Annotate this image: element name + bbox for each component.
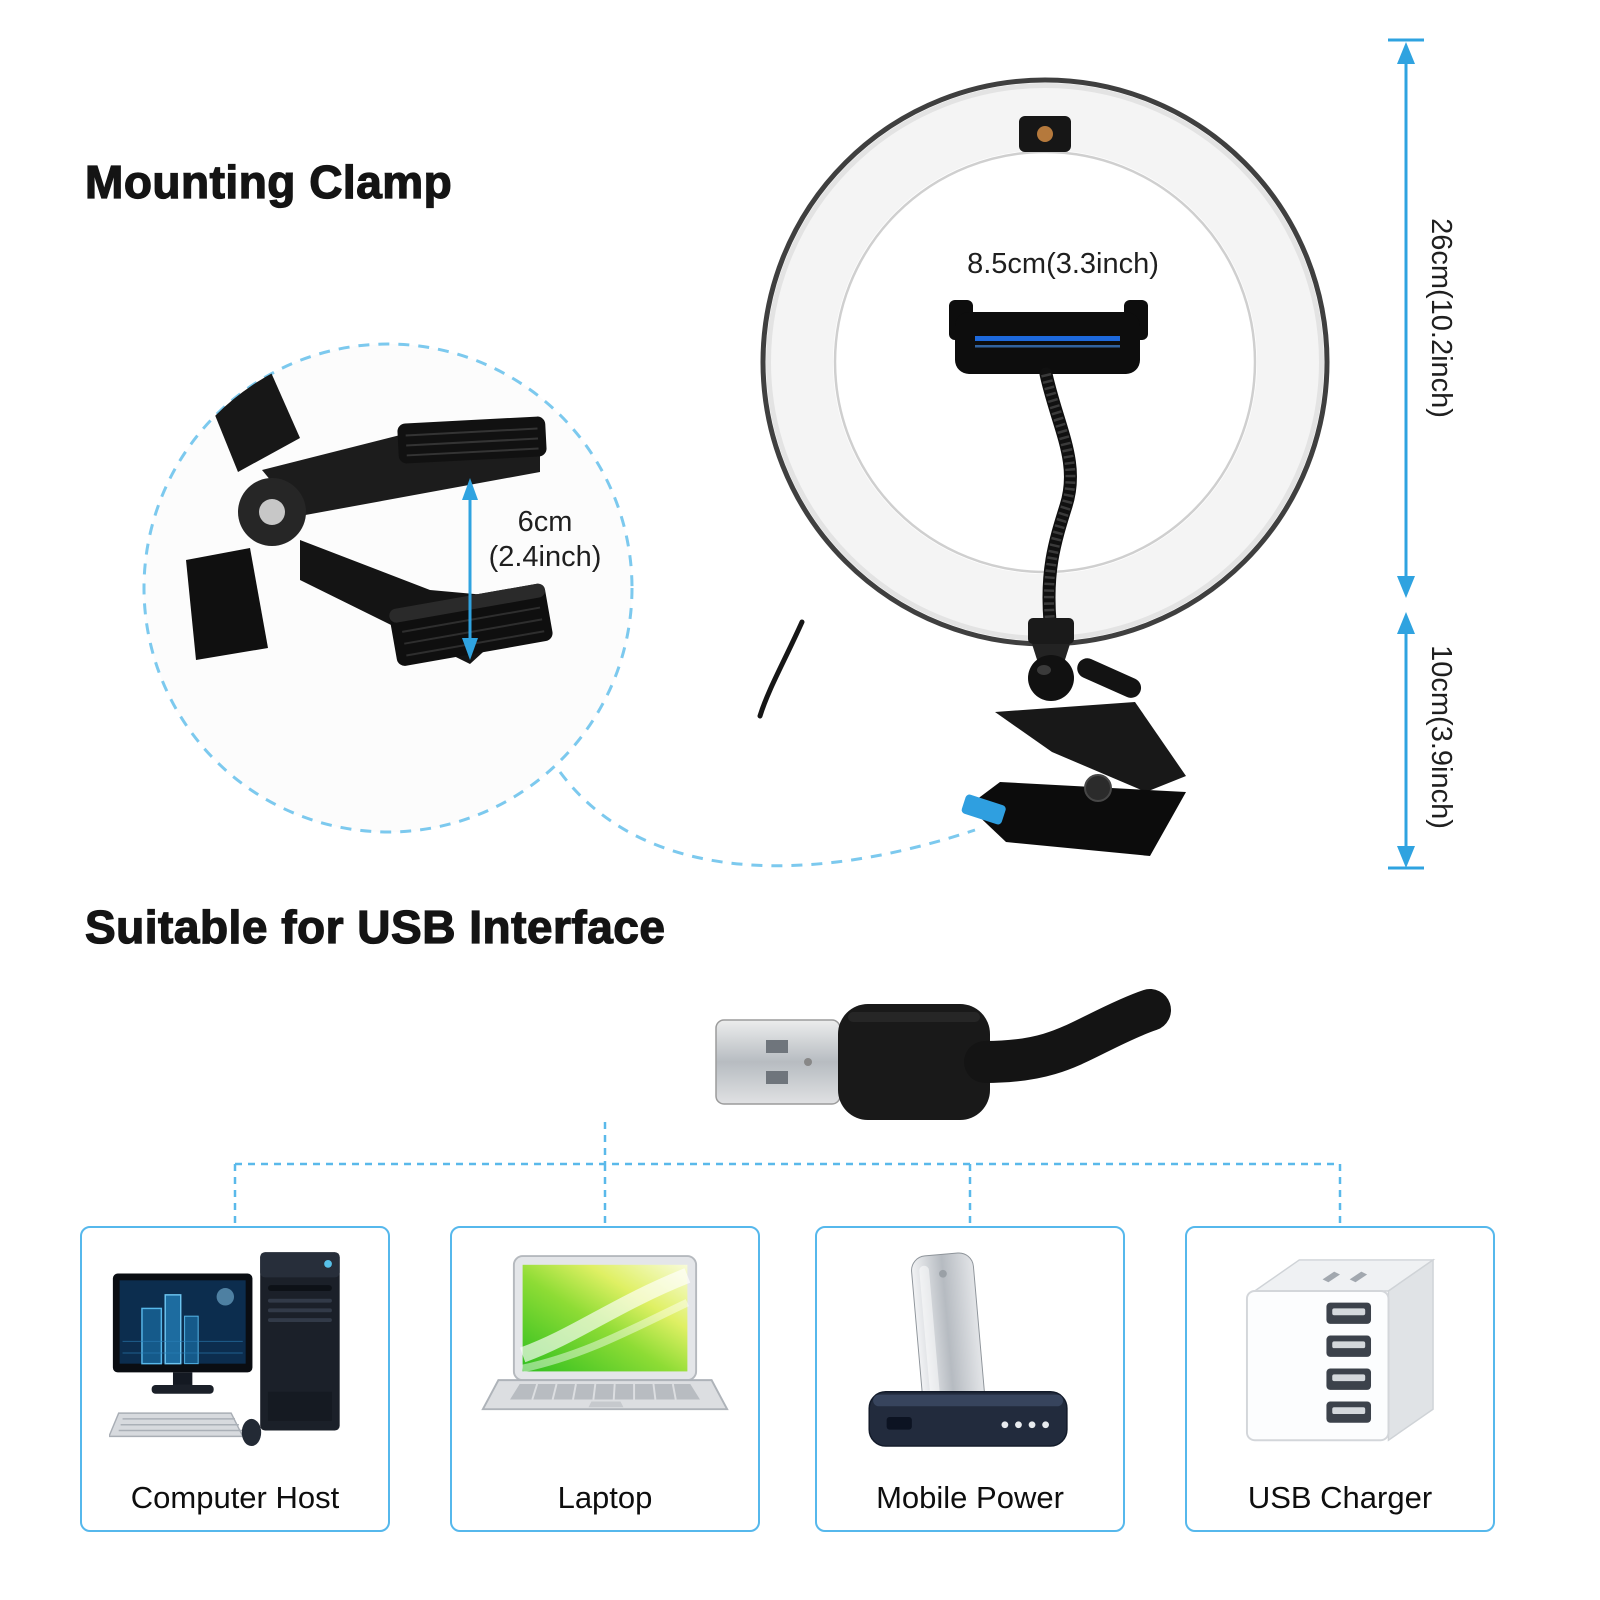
device-card-usb-charger: USB Charger	[1185, 1226, 1495, 1532]
device-card-computer-host: Computer Host	[80, 1226, 390, 1532]
usb-cable-cord	[964, 989, 1171, 1083]
dimension-arrow-clamp-gap	[462, 478, 478, 660]
usb-plug-metal	[715, 1019, 841, 1105]
clamp-closeup-magnifier	[142, 342, 634, 834]
clamp-gap-value-label: 6cm	[517, 506, 573, 538]
ring-top-mount-icon	[1019, 116, 1071, 152]
power-wire	[757, 619, 805, 719]
device-label: Laptop	[557, 1480, 653, 1515]
laptop-icon	[481, 1255, 729, 1411]
usb-cable-illustration	[715, 989, 1171, 1120]
ring-diameter-label: 26cm(10.2inch)	[1425, 218, 1457, 418]
desktop-computer-icon	[109, 1252, 340, 1447]
gooseneck	[1039, 367, 1077, 629]
clamp-height-label: 10cm(3.9inch)	[1425, 645, 1457, 829]
device-card-laptop: Laptop	[450, 1226, 760, 1532]
dimension-arrow-clamp-height	[1388, 612, 1424, 870]
usb-charger-icon	[1245, 1258, 1436, 1442]
clamp-closeup-illustration	[186, 352, 553, 666]
dimension-arrow-ring-diameter	[1388, 38, 1424, 598]
power-bank-icon	[868, 1252, 1068, 1447]
phone-holder-illustration	[949, 300, 1148, 629]
device-label: Computer Host	[130, 1480, 340, 1515]
clamp-blue-pad	[961, 794, 1006, 825]
usb-plug-body	[838, 1004, 990, 1120]
mounting-clamp-title: Mounting Clamp	[84, 155, 453, 208]
clamp-gap-unit-label: (2.4inch)	[488, 541, 602, 573]
phone-holder-width-label: 8.5cm(3.3inch)	[967, 248, 1159, 280]
device-card-mobile-power: Mobile Power	[815, 1226, 1125, 1532]
device-label: USB Charger	[1247, 1480, 1433, 1515]
ball-head-clamp-illustration	[961, 618, 1186, 856]
usb-section-title: Suitable for USB Interface	[84, 900, 666, 953]
connector-tree	[233, 1122, 1342, 1226]
device-label: Mobile Power	[876, 1480, 1064, 1515]
magnifier-leader-line	[558, 771, 976, 868]
holder-led-strip	[975, 336, 1120, 341]
